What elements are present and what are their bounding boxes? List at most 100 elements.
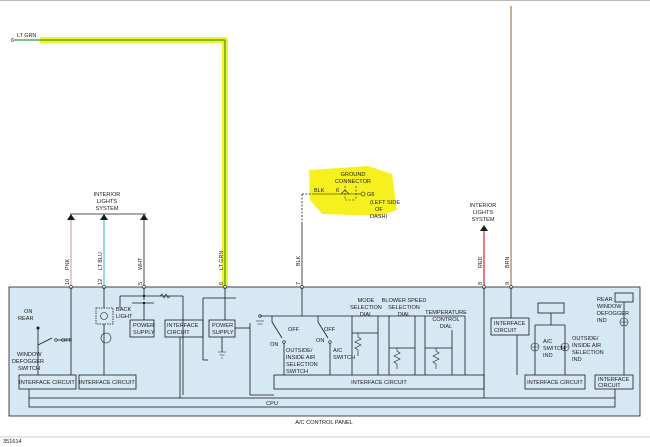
wire-brn-label: BRN — [505, 257, 511, 268]
defog-ind-lamp — [619, 317, 629, 327]
wire-pnk-label: PNK — [65, 259, 71, 270]
interface-circuit-2 — [78, 374, 137, 390]
ic-ind-label: INTERFACE CIRCUIT — [527, 380, 583, 386]
defog-switch-l4: DEFOGGER — [12, 359, 44, 365]
left-feed: INTERIOR LIGHTS SYSTEM — [67, 192, 148, 287]
highlight-ground — [309, 166, 397, 216]
ground-loc-2: OF — [375, 207, 383, 213]
ground-loc-1: (LEFT SIDE — [370, 200, 400, 206]
defog-switch-off: OFF — [61, 338, 73, 344]
temp-dial-l2: CONTROL — [432, 317, 459, 323]
temp-dial-l3: DIAL — [440, 324, 452, 330]
defog-switch-l5: SWITCH — [18, 366, 40, 372]
cpu-label: CPU — [266, 401, 278, 407]
blower-dial-l1: BLOWER SPEED — [382, 298, 427, 304]
ic-defog-l1: INTERFACE — [598, 377, 630, 383]
temp-dial-l1: TEMPERATURE — [425, 310, 467, 316]
ac-ind-l2: SWITCH — [543, 346, 565, 352]
power-supply-left — [129, 319, 155, 338]
left-feed-title-1: INTERIOR — [94, 192, 121, 198]
wire-ltblu-label: LT BLU — [98, 252, 104, 270]
internal-circuits: ON REAR WINDOW DEFOGGER SWITCH OFF BACK … — [12, 287, 634, 398]
wire-labels: PNK 10 LT BLU 12 WHT 5 LT GRN 6 BLK 7 RE… — [65, 251, 513, 289]
ac-ind-l3: IND — [543, 353, 553, 359]
sw-outside-off: OFF — [288, 327, 300, 333]
blower-dial-l2: SELECTION — [388, 305, 420, 311]
sw-ac-l1: A/C — [333, 348, 342, 354]
sw-outside-l1: OUTSIDE/ — [286, 348, 313, 354]
defog-switch-l2: REAR — [18, 316, 34, 322]
transistor-left — [100, 332, 112, 344]
sw-outside-l3: SELECTION — [286, 362, 318, 368]
defog-ind-l2: WINDOW — [597, 304, 622, 310]
wire-blk: BLK 7 — [296, 255, 304, 289]
right-feed: INTERIOR LIGHTS SYSTEM — [470, 203, 497, 287]
ground-loc-3: DASH) — [370, 214, 388, 220]
out-ind-l1: OUTSIDE/ — [572, 336, 599, 342]
sw-ac-l2: SWITCH — [333, 355, 355, 361]
ic-2-label: INTERFACE CIRCUIT — [79, 380, 135, 386]
ps-green-l2: SUPPLY — [212, 330, 234, 336]
ac-ind-l1: A/C — [543, 339, 552, 345]
wire-blk-pin: 7 — [296, 282, 302, 285]
defog-switch-l3: WINDOW — [17, 352, 42, 358]
ground-connector: GROUND CONNECTOR BLK 6 G6 (LEFT SIDE OF … — [301, 172, 400, 287]
defog-switch-on: ON — [24, 309, 32, 315]
back-light-box — [95, 307, 114, 325]
top-wire: 6 LT GRN — [11, 33, 226, 287]
ic-a-l2: CIRCUIT — [167, 330, 190, 336]
wire-wht-pin: 5 — [138, 282, 144, 285]
sw-outside-l4: SWITCH — [286, 369, 308, 375]
ps-green-l1: POWER — [212, 323, 233, 329]
wire-ltblu-pin: 12 — [98, 279, 104, 285]
interface-circuit-red — [490, 317, 530, 336]
figure-id: 351614 — [3, 439, 22, 445]
wire-pnk-pin: 10 — [65, 279, 71, 285]
wire-brn-pin: 9 — [505, 282, 511, 285]
mode-dial-l1: MODE — [358, 298, 375, 304]
ground-title-2: CONNECTOR — [335, 179, 371, 185]
panel-name: A/C CONTROL PANEL — [295, 420, 353, 426]
ps-left-l1: POWER — [133, 323, 154, 329]
cpu-box — [28, 397, 616, 408]
top-wire-pin: 6 — [11, 38, 14, 44]
interface-circuit-defog — [594, 374, 634, 390]
back-light-l1: BACK — [116, 307, 132, 313]
interface-circuit-ind — [524, 374, 586, 390]
arrow-pink — [67, 214, 75, 220]
ps-left-l2: SUPPLY — [133, 330, 155, 336]
ground-wire-label: BLK — [314, 188, 325, 194]
arrow-white — [140, 214, 148, 220]
right-feed-title-2: LIGHTS — [473, 210, 493, 216]
wire-ltgrn-label: LT GRN — [219, 251, 225, 270]
ic-red-l2: CIRCUIT — [494, 328, 517, 334]
ground-id: G6 — [367, 192, 374, 198]
mode-dial-l3: DIAL — [360, 312, 372, 318]
arrow-red — [480, 225, 488, 231]
left-feed-title-3: SYSTEM — [95, 206, 118, 212]
ground-pin: 6 — [336, 188, 339, 194]
blower-dial-l3: DIAL — [398, 312, 410, 318]
wire-brn: BRN 9 — [505, 257, 513, 289]
ic-defog-l2: CIRCUIT — [598, 383, 621, 389]
wire-blk-label: BLK — [296, 255, 302, 266]
wire-red-label: RED — [478, 257, 484, 268]
defog-ind-l1: REAR — [597, 297, 613, 303]
right-feed-title-1: INTERIOR — [470, 203, 497, 209]
ic-main-label: INTERFACE CIRCUIT — [351, 380, 407, 386]
out-ind-l2: INSIDE AIR — [572, 343, 601, 349]
defog-ind-l4: IND — [597, 318, 607, 324]
ic-a-l1: INTERFACE — [167, 323, 199, 329]
wire-wht-label: WHT — [138, 257, 144, 270]
interface-circuit-1 — [18, 374, 77, 390]
ic-1-label: INTERFACE CIRCUIT — [19, 380, 75, 386]
back-light-l2: LIGHT — [116, 314, 133, 320]
outside-ind-lamp — [560, 342, 570, 352]
ground-title-1: GROUND — [341, 172, 366, 178]
highlight-top-wire — [40, 37, 228, 292]
wire-ltgrn-pin: 6 — [219, 282, 225, 285]
sw-ac-off: OFF — [324, 327, 336, 333]
sw-outside-l2: INSIDE AIR — [286, 355, 315, 361]
